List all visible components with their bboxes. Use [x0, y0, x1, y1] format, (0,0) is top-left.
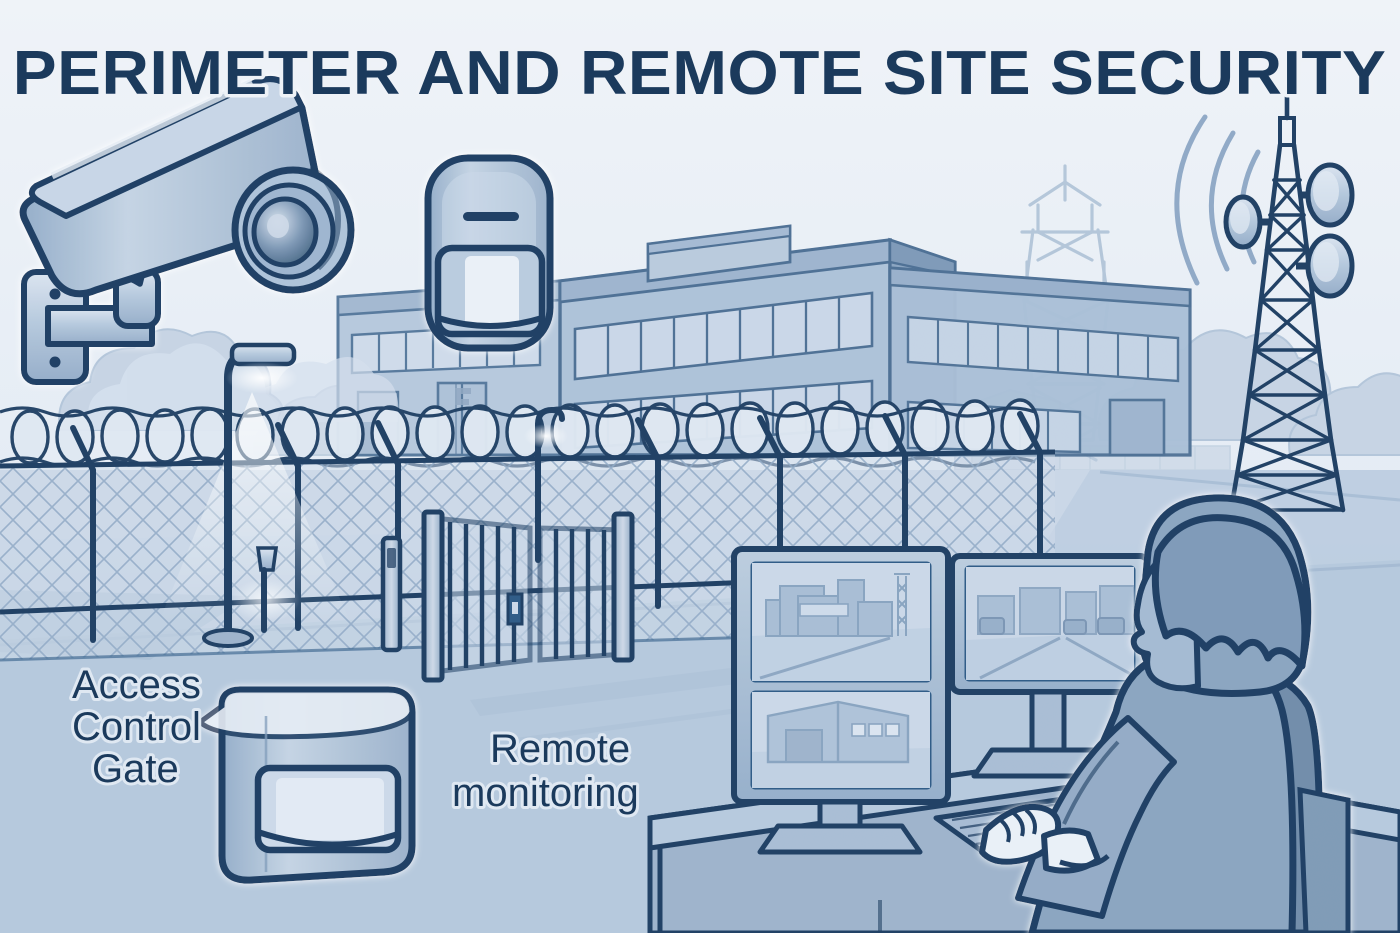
dish-antenna-lower-right [1296, 233, 1355, 299]
svg-text:Access: Access [72, 663, 201, 707]
operator [979, 494, 1351, 933]
cctv-camera [19, 76, 355, 385]
pir-motion-detector-wall [424, 154, 554, 352]
page-title: PERIMETER AND REMOTE SITE SECURITY [13, 38, 1387, 108]
feed-plant [752, 563, 930, 681]
feed-yard [966, 567, 1134, 680]
feed-warehouse [752, 692, 930, 788]
gate-post-right [611, 511, 635, 663]
gate-light-pole [524, 406, 568, 563]
pir-motion-detector-ground [196, 686, 416, 884]
dish-antenna-left [1223, 194, 1272, 250]
bollard-light [232, 546, 300, 633]
operator-hair [1151, 514, 1309, 670]
pir-wall-slot [463, 212, 519, 221]
dish-antenna-upper-right [1300, 162, 1355, 228]
monitor-right [949, 553, 1151, 779]
fence-rail-top [0, 449, 1056, 469]
gate-post-left [421, 509, 445, 683]
camera-sunshade [28, 76, 305, 219]
access-gate[interactable] [421, 509, 635, 683]
svg-text:monitoring: monitoring [452, 771, 639, 815]
svg-text:Gate: Gate [92, 747, 179, 791]
road-edge [1099, 470, 1400, 502]
label-access-control-gate: Access Control Gate [69, 660, 204, 794]
tarmac-streak [470, 662, 800, 716]
label-remote-monitoring: Remote monitoring [449, 724, 642, 818]
street-light-glow [226, 362, 298, 394]
dish-antennas [1223, 162, 1355, 299]
operator-hands [979, 804, 1110, 874]
svg-text:Control: Control [72, 705, 201, 749]
monitor-left [731, 546, 951, 855]
svg-text:Remote: Remote [490, 727, 630, 771]
industrial-building [336, 224, 1192, 457]
street-light [160, 342, 350, 648]
card-reader-pedestal[interactable] [380, 535, 403, 653]
card-reader-panel [387, 548, 396, 568]
